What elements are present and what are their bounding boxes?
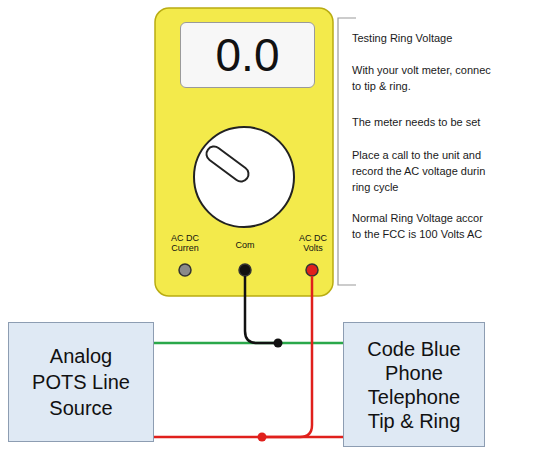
wire [154, 436, 343, 439]
junction-dot [258, 433, 267, 442]
current-jack [179, 264, 191, 276]
jack-label: AC DC Volts [296, 233, 330, 253]
note-text: The meter needs to be set [352, 114, 532, 130]
phone-box: Code Blue Phone Telephone Tip & Ring [343, 322, 485, 447]
note-title: Testing Ring Voltage [352, 30, 552, 46]
selector-dial [194, 127, 294, 227]
note-text: Place a call to the unit and record the … [352, 147, 490, 195]
com-jack [239, 264, 251, 276]
wire [154, 342, 343, 345]
meter-display: 0.0 [180, 22, 315, 88]
volts-lead [262, 276, 312, 437]
meter-body [155, 8, 333, 296]
box-label: Code Blue Phone Telephone Tip & Ring [354, 337, 474, 433]
jack-label: Com [230, 240, 260, 250]
dial-knob-outline [214, 154, 241, 174]
source-box: Analog POTS Line Source [8, 322, 154, 442]
multimeter: AC DC Curren Com AC DC Volts 0.0 [155, 8, 333, 296]
com-lead [245, 276, 278, 343]
dial-knob [214, 154, 241, 174]
volts-jack [306, 264, 318, 276]
display-reading: 0.0 [188, 30, 308, 80]
jack-label: AC DC Curren [168, 233, 202, 253]
junction-dot [274, 339, 283, 348]
note-text: With your volt meter, connec to tip & ri… [352, 62, 494, 94]
note-text: Normal Ring Voltage accor to the FCC is … [352, 210, 488, 242]
box-label: Analog POTS Line Source [26, 343, 136, 421]
